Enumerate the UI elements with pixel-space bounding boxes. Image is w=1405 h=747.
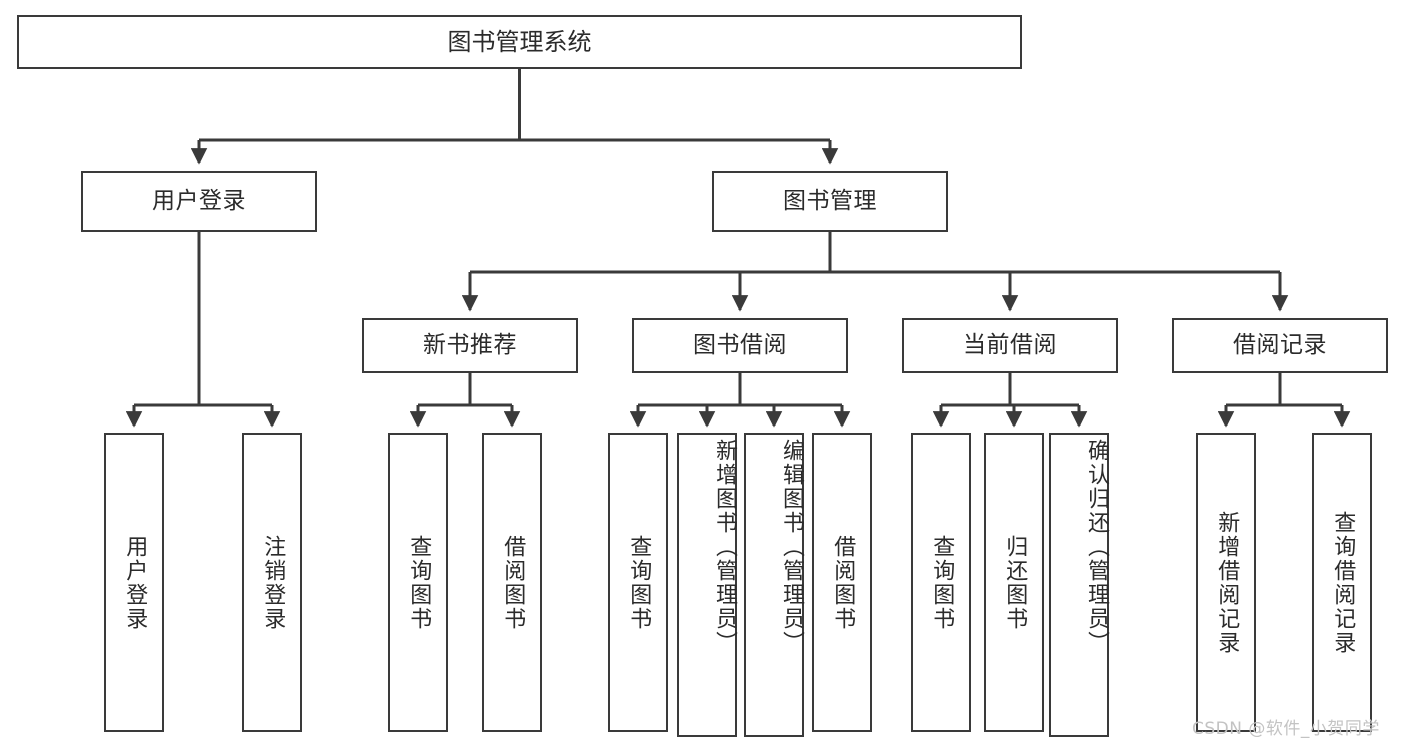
leaf-query-book-2[interactable]: 查询图书	[608, 433, 668, 732]
node-book-manage[interactable]: 图书管理	[712, 171, 948, 232]
node-current-borrow[interactable]: 当前借阅	[902, 318, 1118, 373]
leaf-logout-login[interactable]: 注销登录	[242, 433, 302, 732]
leaf-confirm-return[interactable]: 确认归还（管理员）	[1049, 433, 1109, 737]
leaf-add-borrow-record[interactable]: 新增借阅记录	[1196, 433, 1256, 732]
leaf-query-book-1[interactable]: 查询图书	[388, 433, 448, 732]
csdn-watermark: CSDN @软件_小贺同学	[1192, 719, 1380, 739]
node-borrow-record[interactable]: 借阅记录	[1172, 318, 1388, 373]
leaf-query-borrow-record[interactable]: 查询借阅记录	[1312, 433, 1372, 732]
leaf-user-login[interactable]: 用户登录	[104, 433, 164, 732]
leaf-edit-book-admin-label: 编辑图书（管理员）	[779, 439, 804, 655]
leaf-query-borrow-record-label: 查询借阅记录	[1330, 510, 1356, 655]
node-new-book-recommend[interactable]: 新书推荐	[362, 318, 578, 373]
node-user-login[interactable]: 用户登录	[81, 171, 317, 232]
leaf-borrow-book-2[interactable]: 借阅图书	[812, 433, 872, 732]
leaf-return-book[interactable]: 归还图书	[984, 433, 1044, 732]
node-book-borrow[interactable]: 图书借阅	[632, 318, 848, 373]
leaf-return-book-label: 归还图书	[1002, 534, 1028, 631]
node-root-label: 图书管理系统	[447, 27, 592, 56]
leaf-add-book-admin-label: 新增图书（管理员）	[712, 439, 737, 655]
node-current-borrow-label: 当前借阅	[963, 331, 1057, 358]
leaf-add-book-admin[interactable]: 新增图书（管理员）	[677, 433, 737, 737]
node-borrow-record-label: 借阅记录	[1233, 331, 1327, 358]
leaf-query-book-1-label: 查询图书	[406, 534, 432, 631]
leaf-query-book-3[interactable]: 查询图书	[911, 433, 971, 732]
leaf-confirm-return-label: 确认归还（管理员）	[1084, 439, 1109, 655]
node-root[interactable]: 图书管理系统	[17, 15, 1022, 69]
node-new-book-recommend-label: 新书推荐	[423, 331, 517, 358]
leaf-borrow-book-1-label: 借阅图书	[500, 534, 526, 631]
node-book-manage-label: 图书管理	[783, 187, 877, 214]
node-user-login-label: 用户登录	[152, 187, 246, 214]
leaf-user-login-label: 用户登录	[122, 534, 148, 631]
leaf-borrow-book-2-label: 借阅图书	[830, 534, 856, 631]
leaf-logout-login-label: 注销登录	[260, 534, 286, 631]
leaf-add-borrow-record-label: 新增借阅记录	[1214, 510, 1240, 655]
leaf-query-book-2-label: 查询图书	[626, 534, 652, 631]
leaf-query-book-3-label: 查询图书	[929, 534, 955, 631]
leaf-edit-book-admin[interactable]: 编辑图书（管理员）	[744, 433, 804, 737]
leaf-borrow-book-1[interactable]: 借阅图书	[482, 433, 542, 732]
node-book-borrow-label: 图书借阅	[693, 331, 787, 358]
